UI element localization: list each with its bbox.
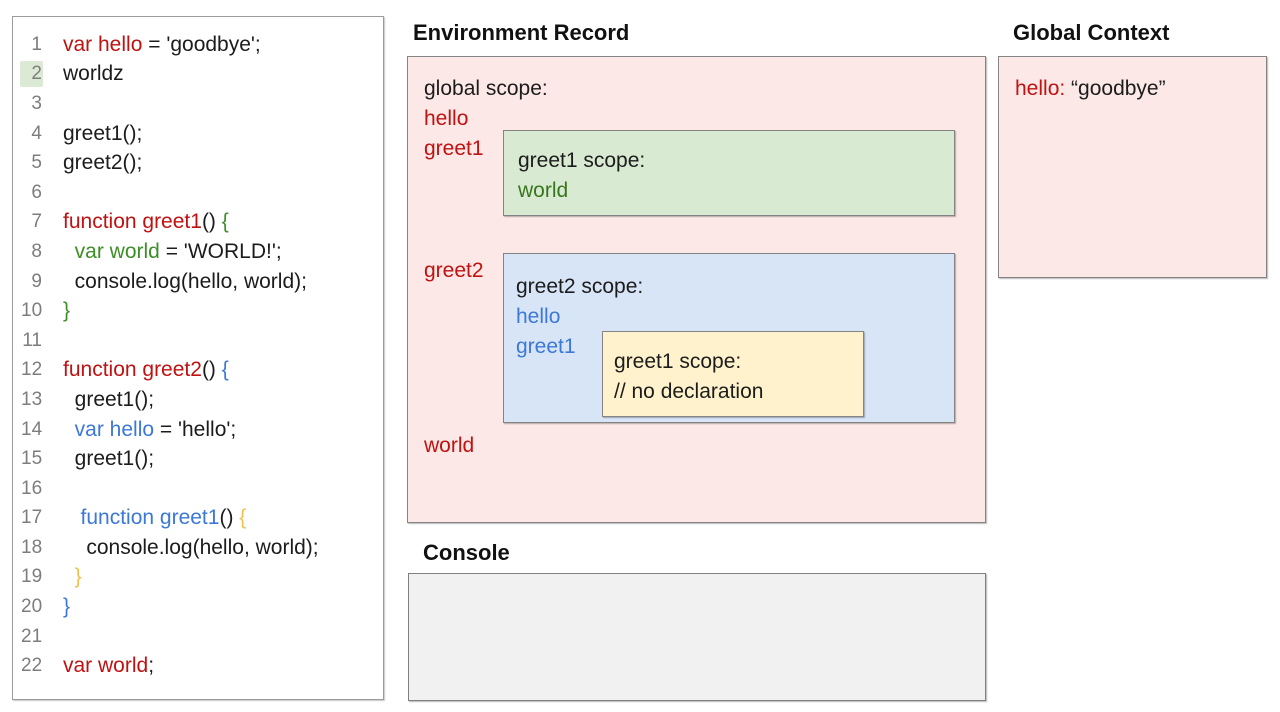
code-line: 18 console.log(hello, world); — [13, 533, 383, 563]
global-context-entry: hello: “goodbye” — [1015, 74, 1166, 104]
global-context-box: hello: “goodbye” — [998, 56, 1267, 278]
inner-greet1-scope-title: greet1 scope: — [614, 350, 742, 373]
greet1-scope-title: greet1 scope: — [518, 149, 646, 172]
code-line: 22 var world; — [13, 651, 383, 681]
line-number: 16 — [21, 477, 43, 499]
code-editor-panel: 1 var hello = 'goodbye'; 2 worldz 3 4 greet1()… — [12, 16, 384, 700]
code-text: function greet1() { — [63, 210, 229, 234]
code-line: 12 function greet2() { — [13, 356, 383, 386]
code-line: 15 greet1(); — [13, 444, 383, 474]
greet1-scope-box: greet1 scope: world — [503, 130, 955, 216]
line-number: 20 — [21, 596, 43, 618]
greet2-scope-var-hello: hello — [516, 305, 561, 328]
line-number: 8 — [31, 240, 42, 262]
global-var-greet1: greet1 — [424, 137, 484, 160]
code-line: 20} — [13, 592, 383, 622]
line-number: 12 — [21, 359, 43, 381]
line-number: 5 — [31, 152, 42, 174]
global-context-entry-value: “goodbye” — [1071, 77, 1166, 100]
line-number: 9 — [31, 270, 42, 292]
code-text: var hello = 'goodbye'; — [63, 32, 261, 56]
line-number: 3 — [31, 92, 42, 114]
code-line: 3 — [13, 89, 383, 119]
code-text: } — [74, 565, 82, 589]
line-number: 14 — [21, 418, 43, 440]
code-text: greet2(); — [63, 151, 143, 175]
code-line: 16 — [13, 474, 383, 504]
greet2-scope-var-greet1: greet1 — [516, 335, 576, 358]
line-number: 7 — [31, 211, 42, 233]
line-number: 15 — [21, 448, 43, 470]
line-number: 19 — [21, 566, 43, 588]
global-var-hello: hello — [424, 107, 469, 130]
line-number: 13 — [21, 388, 43, 410]
code-line: 6 — [13, 178, 383, 208]
code-lines: 1 var hello = 'goodbye'; 2 worldz 3 4 greet1()… — [13, 30, 383, 681]
code-text: console.log(hello, world); — [63, 269, 307, 293]
inner-greet1-scope-comment: // no declaration — [614, 380, 764, 403]
code-line: 9 console.log(hello, world); — [13, 267, 383, 297]
line-number: 11 — [22, 329, 42, 351]
greet1-scope-var-world: world — [518, 179, 569, 202]
code-line: 7 function greet1() { — [13, 208, 383, 238]
line-number: 10 — [21, 300, 43, 322]
code-line: 5 greet2(); — [13, 148, 383, 178]
line-number: 1 — [31, 33, 42, 55]
line-number: 18 — [21, 536, 43, 558]
code-text: worldz — [63, 62, 124, 86]
global-context-entry-key: hello: — [1015, 77, 1066, 100]
greet2-scope-box: greet2 scope: hello greet1 greet1 scope:… — [503, 253, 955, 423]
code-text: var hello = 'hello'; — [74, 417, 237, 441]
code-line: 1 var hello = 'goodbye'; — [13, 30, 383, 60]
code-line: 10} — [13, 296, 383, 326]
inner-greet1-scope-box: greet1 scope: // no declaration — [602, 331, 864, 417]
greet2-scope-title: greet2 scope: — [516, 275, 644, 298]
code-text: var world = 'WORLD!'; — [74, 239, 282, 263]
code-text: var world; — [63, 654, 155, 678]
global-var-world: world — [424, 434, 475, 457]
code-text: greet1(); — [63, 121, 143, 145]
line-number: 17 — [21, 507, 43, 529]
code-line: 14 var hello = 'hello'; — [13, 415, 383, 445]
code-text: } — [63, 299, 71, 323]
code-line: 13 greet1(); — [13, 385, 383, 415]
code-text: } — [63, 595, 71, 619]
console-output-box — [408, 573, 986, 701]
global-var-greet2: greet2 — [424, 259, 484, 282]
line-number: 2 — [20, 61, 43, 88]
code-line: 2 worldz — [13, 60, 383, 90]
code-text: greet1(); — [63, 387, 155, 411]
code-line: 4 greet1(); — [13, 119, 383, 149]
code-line: 17 function greet1() { — [13, 504, 383, 534]
code-line: 19 } — [13, 563, 383, 593]
code-text: function greet1() { — [80, 506, 247, 530]
global-context-title: Global Context — [1013, 20, 1170, 45]
code-line: 21 — [13, 622, 383, 652]
code-text: greet1(); — [63, 447, 155, 471]
line-number: 6 — [31, 181, 42, 203]
code-text: console.log(hello, world); — [63, 535, 319, 559]
line-number: 22 — [21, 655, 43, 677]
code-line: 11 — [13, 326, 383, 356]
line-number: 21 — [21, 625, 43, 647]
code-text: function greet2() { — [63, 358, 229, 382]
environment-record-title: Environment Record — [413, 20, 630, 45]
line-number: 4 — [31, 122, 42, 144]
code-line: 8 var world = 'WORLD!'; — [13, 237, 383, 267]
global-scope-box: global scope: hello greet1 greet2 world … — [407, 56, 986, 523]
console-title: Console — [423, 540, 510, 565]
global-scope-label: global scope: — [424, 77, 548, 100]
